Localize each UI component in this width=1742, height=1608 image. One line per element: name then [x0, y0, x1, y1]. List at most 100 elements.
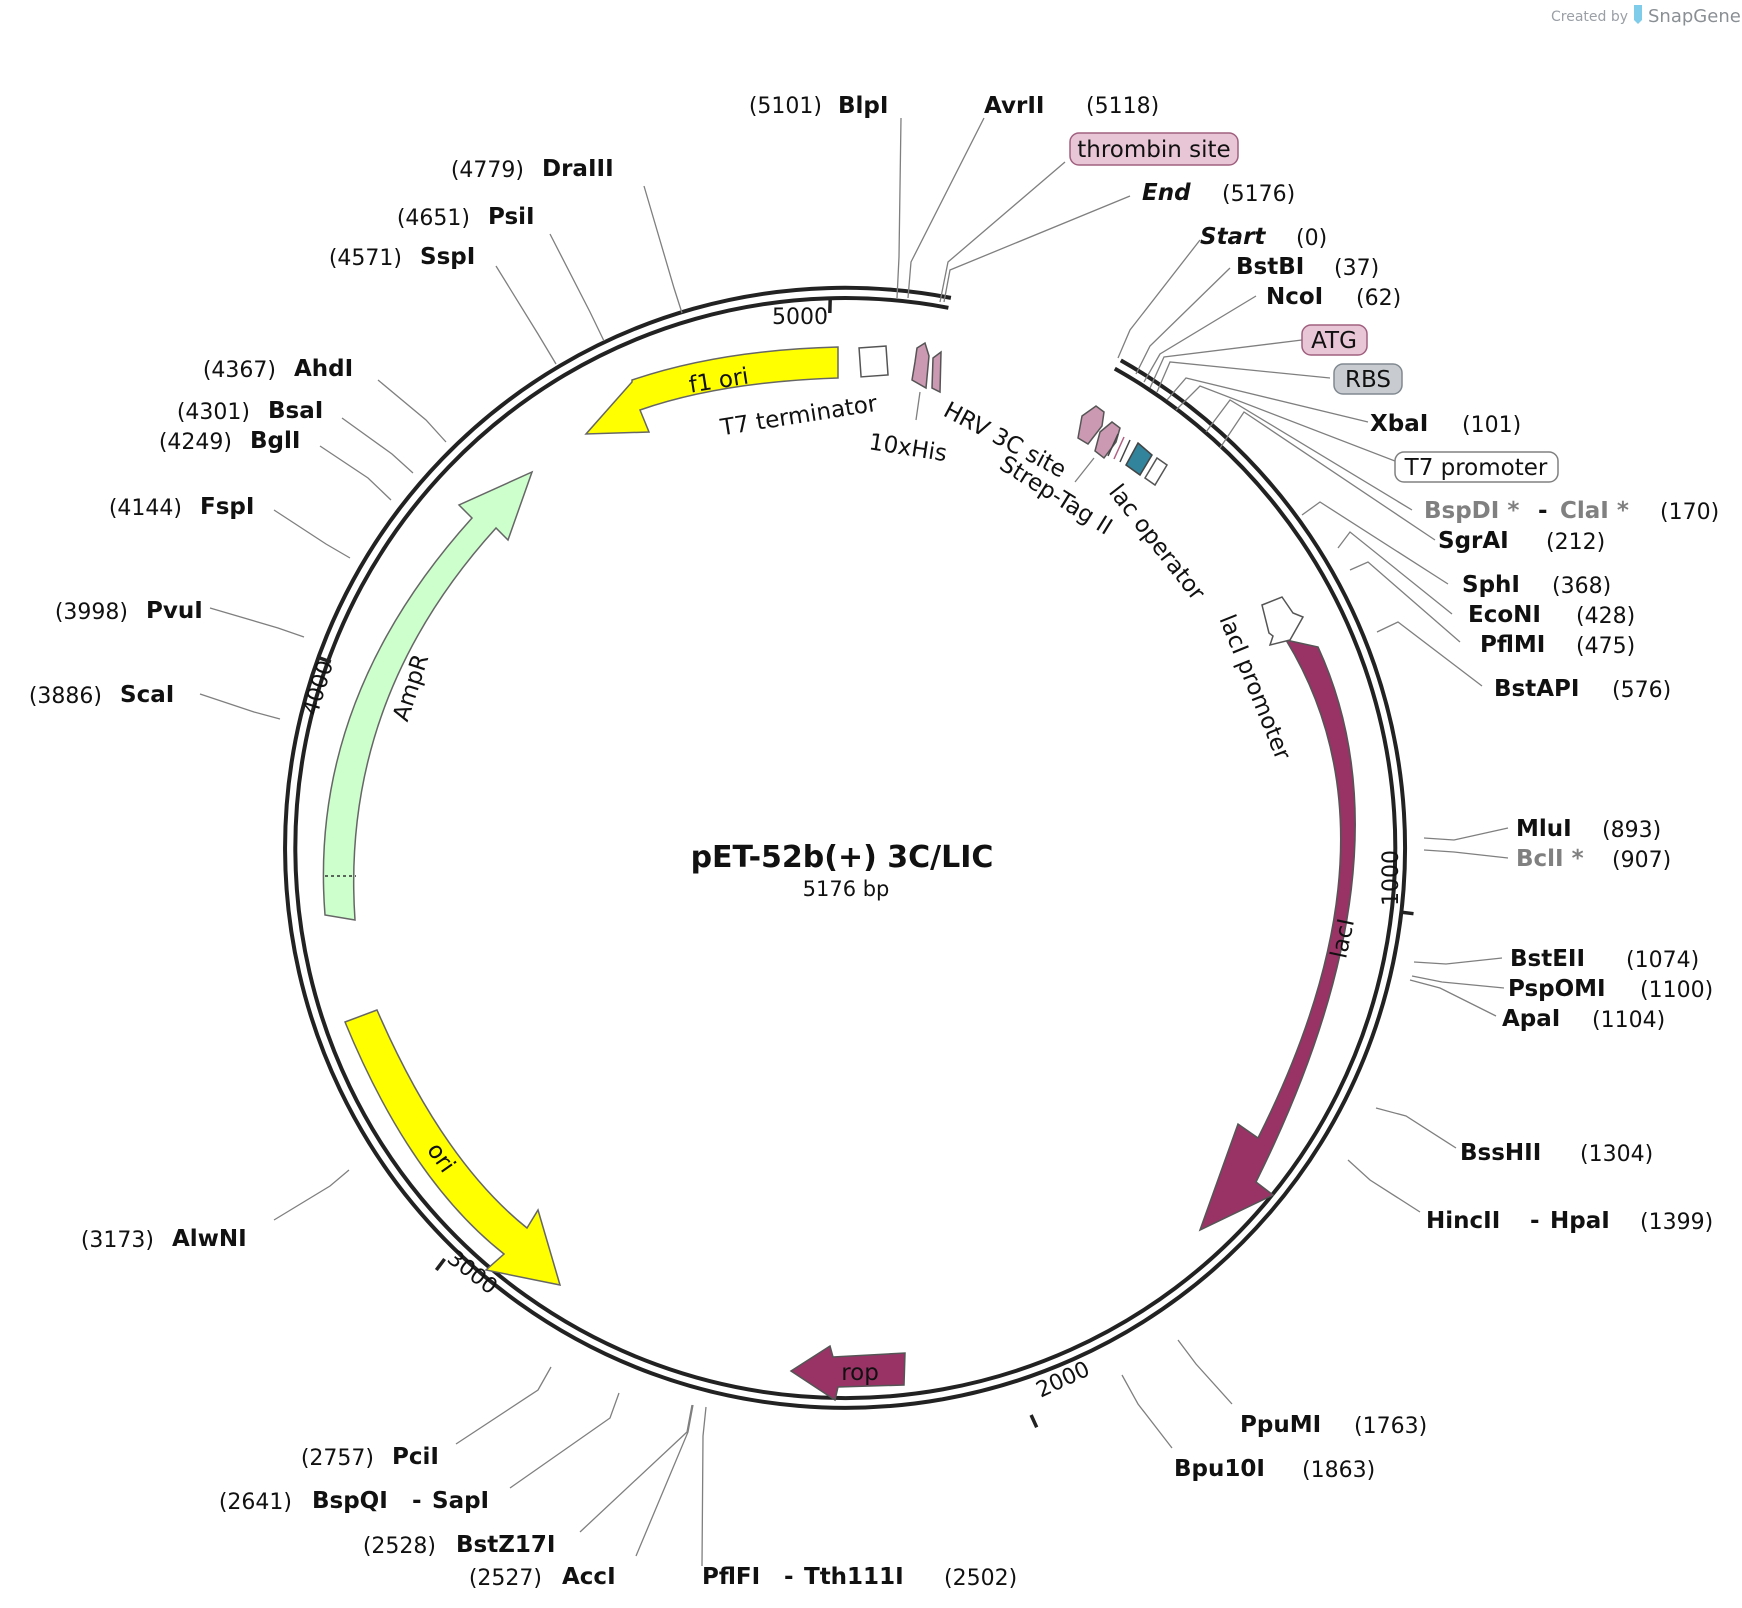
site-name-mlui: MluI [1516, 816, 1572, 842]
site-name-acci: AccI [562, 1564, 616, 1590]
site-pos-bspqi: (2641) [219, 1490, 292, 1515]
feature-ori[interactable]: ori [344, 1009, 562, 1286]
site-bsai[interactable]: (4301) BsaI [177, 398, 323, 425]
site-apai[interactable]: ApaI (1104) [1502, 1006, 1665, 1033]
site-pos-start: (0) [1296, 226, 1327, 251]
site-bpu10i[interactable]: Bpu10I (1863) [1174, 1456, 1375, 1483]
site-sphi[interactable]: SphI (368) [1462, 572, 1611, 599]
site-name-pflmi: PflMI [1480, 632, 1545, 658]
site-pos-sgrai: (212) [1546, 530, 1605, 555]
site-name-draiii: DraIII [542, 156, 614, 182]
tick-label-5000: 5000 [772, 305, 828, 330]
site-ppumi[interactable]: PpuMI (1763) [1240, 1412, 1427, 1439]
site-name-avrii: AvrII [984, 93, 1044, 119]
tick-label-1000: 1000 [1379, 850, 1404, 906]
tick-mark-4000 [317, 655, 332, 664]
site-draiii[interactable]: (4779) DraIII [451, 156, 614, 183]
site-name-sapi: SapI [432, 1488, 489, 1514]
site-pos-bstbi: (37) [1334, 256, 1379, 281]
site-pos-bgli: (4249) [159, 430, 232, 455]
site-name-sspi: SspI [420, 244, 475, 270]
site-pflmi[interactable]: PflMI (475) [1480, 632, 1635, 659]
site-psii[interactable]: (4651) PsiI [397, 204, 535, 231]
feature-lac-operator[interactable]: lac operator [1103, 441, 1210, 606]
site-pos-draiii: (4779) [451, 158, 524, 183]
site-separator-hincii: - [1530, 1208, 1540, 1234]
snapgene-credit: Created by SnapGene [1551, 5, 1741, 27]
boxed-label-thrombin-site[interactable]: thrombin site [1069, 132, 1239, 166]
site-scai[interactable]: (3886) ScaI [29, 682, 174, 709]
site-mlui[interactable]: MluI (893) [1516, 816, 1661, 843]
site-name-ncoi: NcoI [1266, 284, 1323, 310]
site-pos-bspdi: (170) [1660, 500, 1719, 525]
site-bsteii[interactable]: BstEII (1074) [1510, 946, 1699, 973]
site-pflfi-tth111i[interactable]: PflFI - Tth111I (2502) [702, 1564, 1017, 1591]
site-pos-mlui: (893) [1602, 818, 1661, 843]
site-bcli[interactable]: BclI * (907) [1516, 846, 1671, 873]
site-start[interactable]: Start (0) [1200, 224, 1327, 251]
site-hincii-hpai[interactable]: HincII - HpaI (1399) [1426, 1208, 1713, 1235]
site-pos-scai: (3886) [29, 684, 102, 709]
boxed-text-thrombin-site: thrombin site [1077, 137, 1230, 163]
site-name-apai: ApaI [1502, 1006, 1560, 1032]
site-name-xbai: XbaI [1370, 411, 1428, 437]
site-avrii[interactable]: AvrII (5118) [984, 93, 1159, 119]
site-name-end: End [1142, 180, 1191, 206]
site-econi[interactable]: EcoNI (428) [1468, 602, 1635, 629]
site-sspi[interactable]: (4571) SspI [329, 244, 475, 271]
site-bstz17i[interactable]: (2528) BstZ17I [363, 1532, 556, 1559]
site-sgrai[interactable]: SgrAI (212) [1438, 528, 1605, 555]
site-blpi[interactable]: (5101) BlpI [749, 93, 889, 119]
site-name-pflfi: PflFI [702, 1564, 760, 1590]
boxed-label-t7-promoter[interactable]: T7 promoter [1394, 451, 1559, 483]
site-ahdi[interactable]: (4367) AhdI [203, 356, 353, 383]
site-pos-bsteii: (1074) [1626, 948, 1699, 973]
site-pos-bsshii: (1304) [1580, 1142, 1653, 1167]
site-name-clai: ClaI * [1560, 498, 1629, 524]
site-pos-pcii: (2757) [301, 1446, 374, 1471]
boxed-label-atg[interactable]: ATG [1301, 324, 1368, 356]
site-alwni[interactable]: (3173) AlwNI [81, 1226, 247, 1253]
site-name-alwni: AlwNI [172, 1226, 247, 1252]
site-bsshii[interactable]: BssHII (1304) [1460, 1140, 1653, 1167]
feature-ampr[interactable]: AmpR [322, 470, 534, 921]
site-name-bspqi: BspQI [312, 1488, 388, 1514]
site-pos-pflmi: (475) [1576, 634, 1635, 659]
leader-lines [199, 117, 1509, 1567]
site-name-fspi: FspI [200, 494, 254, 520]
site-separator-bspqi: - [412, 1488, 422, 1514]
site-pcii[interactable]: (2757) PciI [301, 1444, 439, 1471]
site-pspomi[interactable]: PspOMI (1100) [1508, 976, 1713, 1003]
site-pos-fspi: (4144) [109, 496, 182, 521]
site-ncoi[interactable]: NcoI (62) [1266, 284, 1401, 311]
site-pos-ncoi: (62) [1356, 286, 1401, 311]
site-end[interactable]: End (5176) [1142, 180, 1295, 207]
site-xbai[interactable]: XbaI (101) [1370, 411, 1521, 438]
feature-rop[interactable]: rop [789, 1344, 906, 1402]
snapgene-logo-icon [1634, 5, 1642, 24]
site-fspi[interactable]: (4144) FspI [109, 494, 255, 521]
site-name-start: Start [1200, 224, 1266, 250]
site-name-sphi: SphI [1462, 572, 1520, 598]
site-pvui[interactable]: (3998) PvuI [55, 598, 203, 625]
feature-label-laci: lacI [1326, 916, 1360, 960]
site-name-bsai: BsaI [268, 398, 323, 424]
boxed-text-rbs: RBS [1345, 367, 1391, 393]
credit-prefix: Created by [1551, 9, 1628, 25]
site-pos-bstapi: (576) [1612, 678, 1671, 703]
site-bstapi[interactable]: BstAPI (576) [1494, 676, 1671, 703]
boxed-text-atg: ATG [1311, 328, 1357, 354]
site-pos-econi: (428) [1576, 604, 1635, 629]
site-bspqi-sapi[interactable]: (2641) BspQI - SapI [219, 1488, 489, 1515]
feature-laci-promoter[interactable]: lacI promoter [1214, 596, 1305, 764]
site-bgli[interactable]: (4249) BglI [159, 428, 301, 455]
site-bstbi[interactable]: BstBI (37) [1236, 254, 1379, 281]
site-acci[interactable]: (2527) AccI [469, 1564, 616, 1591]
site-pos-ppumi: (1763) [1354, 1414, 1427, 1439]
boxed-label-rbs[interactable]: RBS [1333, 363, 1403, 395]
site-pos-pspomi: (1100) [1640, 978, 1713, 1003]
site-pos-avrii: (5118) [1086, 94, 1159, 119]
site-pos-blpi: (5101) [749, 94, 822, 119]
site-bspdi-clai[interactable]: BspDI * - ClaI * (170) [1424, 498, 1719, 525]
